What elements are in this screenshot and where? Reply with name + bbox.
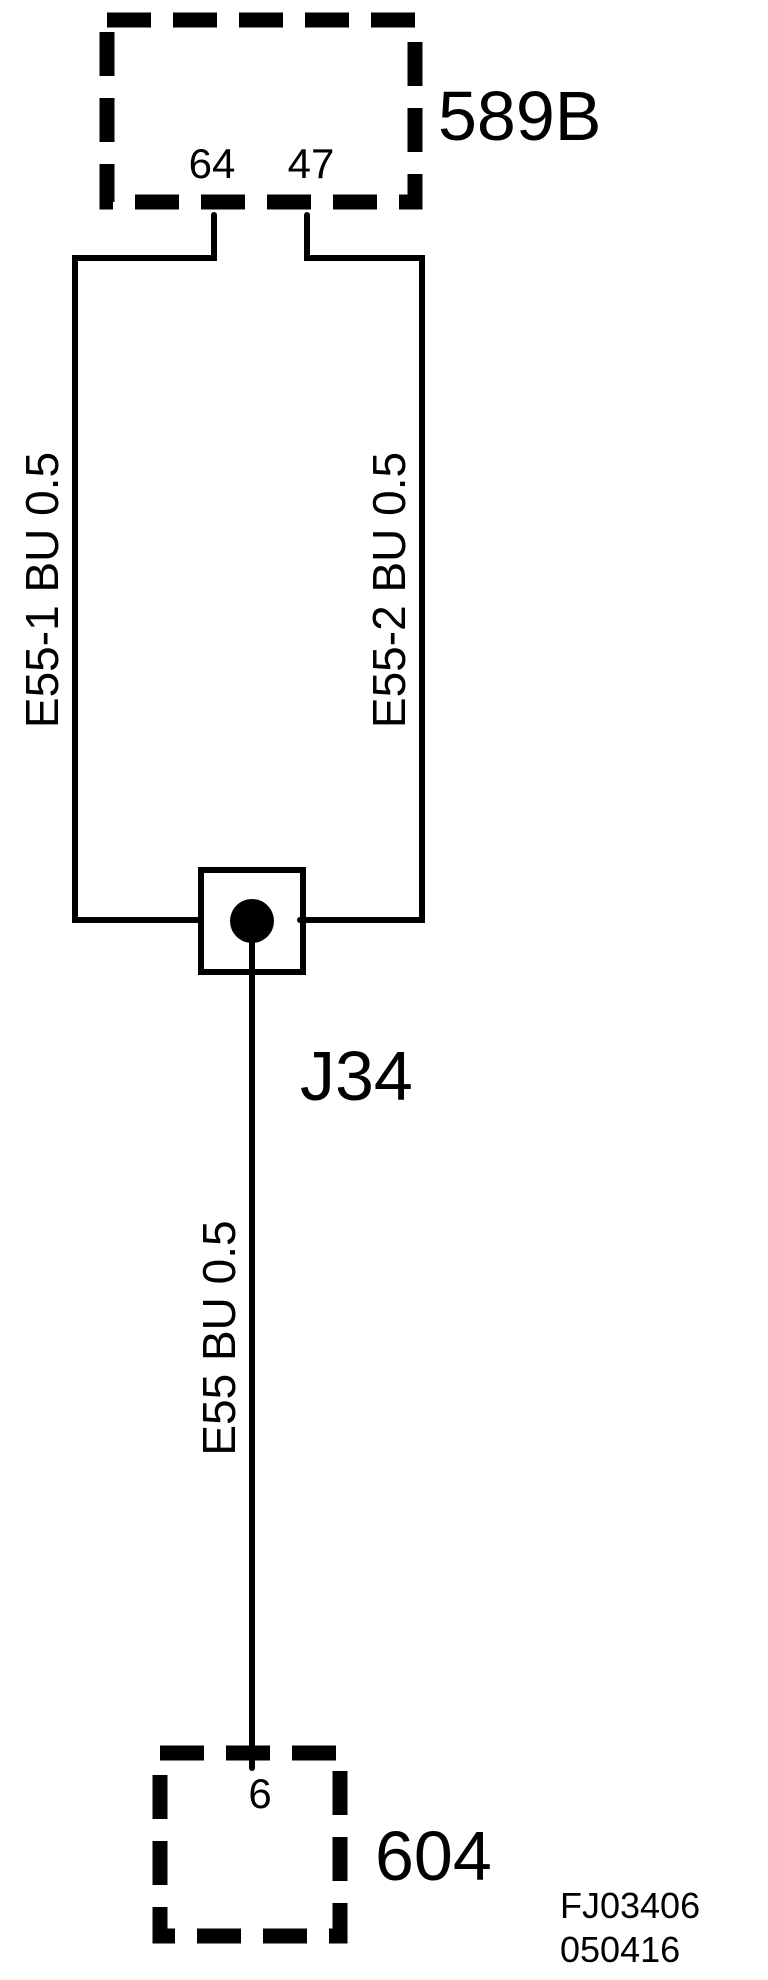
reference-code-line2: 050416 — [560, 1929, 680, 1970]
connector-604-box — [152, 1745, 348, 1944]
connector-589b-label: 589B — [438, 77, 601, 155]
wire-e55-2 — [297, 212, 425, 923]
wire-label-e55-2: E55-2 BU 0.5 — [363, 452, 415, 728]
splice-j34-dot — [230, 899, 274, 943]
connector-589b-box — [99, 12, 423, 210]
connector-604-pin-6: 6 — [248, 1770, 271, 1817]
wire-label-e55: E55 BU 0.5 — [193, 1220, 245, 1455]
reference-code-line1: FJ03406 — [560, 1885, 700, 1926]
wire-lines — [72, 212, 425, 1771]
connector-589b-pin-64: 64 — [189, 140, 236, 187]
splice-j34-label: J34 — [300, 1037, 413, 1115]
connector-604-label: 604 — [375, 1817, 492, 1895]
connector-589b-pin-47: 47 — [288, 140, 335, 187]
splice-j34-box — [198, 867, 306, 975]
wire-label-e55-1: E55-1 BU 0.5 — [16, 452, 68, 728]
wire-e55-1 — [72, 212, 217, 923]
